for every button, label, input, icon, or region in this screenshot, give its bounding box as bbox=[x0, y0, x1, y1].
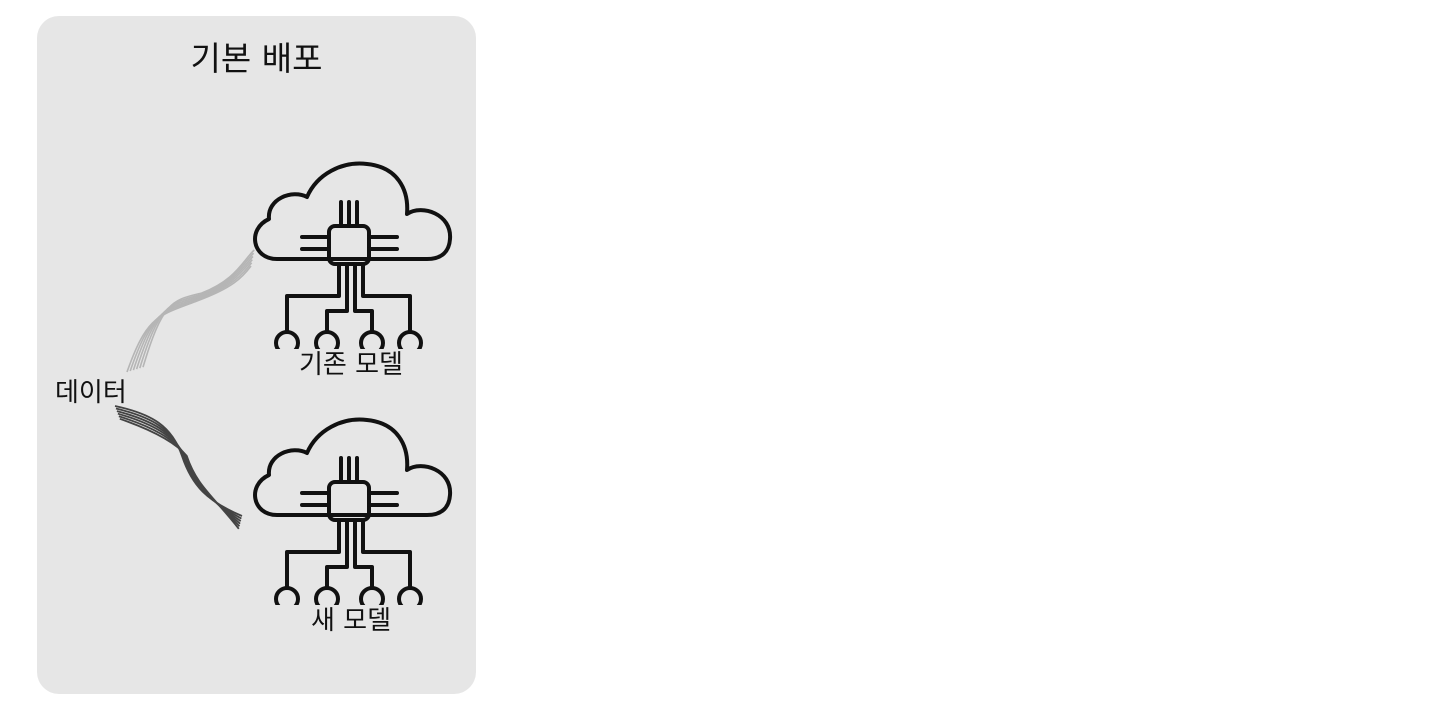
flow-line bbox=[132, 259, 253, 371]
flow-line bbox=[114, 405, 243, 517]
data-label: 데이터 bbox=[55, 378, 127, 408]
existing-model-label: 기존 모델 bbox=[299, 350, 403, 380]
flow-line bbox=[142, 249, 255, 368]
flow-to-new-model bbox=[114, 405, 243, 530]
data-flow-lines bbox=[114, 249, 255, 530]
deployment-panel: 기본 배포 데이터 기존 모델 bbox=[37, 16, 476, 694]
cloud-chip-icon bbox=[253, 161, 453, 349]
cloud-chip-icon bbox=[253, 417, 453, 605]
new-model-label: 새 모델 bbox=[310, 606, 392, 636]
flow-line bbox=[126, 265, 252, 373]
flow-line bbox=[118, 415, 241, 527]
panel-title: 기본 배포 bbox=[190, 39, 323, 78]
flow-line bbox=[119, 417, 240, 530]
flow-line bbox=[129, 262, 253, 372]
flow-line bbox=[116, 410, 242, 522]
flow-to-existing-model bbox=[126, 249, 255, 373]
flow-line bbox=[139, 252, 255, 369]
flow-line bbox=[135, 255, 254, 370]
